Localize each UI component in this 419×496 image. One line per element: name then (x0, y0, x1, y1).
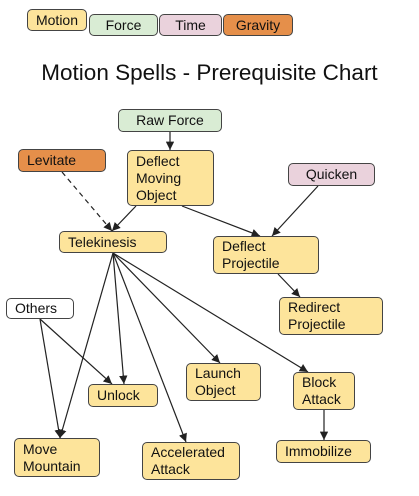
node-launch-object-line-1: Launch (195, 365, 241, 381)
legend-gravity-label: Gravity (235, 16, 281, 33)
legend-motion: Motion (27, 9, 87, 31)
edge-telekinesis-to-launch-object (112, 252, 221, 364)
legend-time-label: Time (175, 16, 206, 33)
node-move-mountain[interactable]: Move Mountain (14, 438, 100, 477)
node-others[interactable]: Others (6, 298, 74, 319)
chart-title: Motion Spells - Prerequisite Chart (41, 60, 378, 85)
edge-levitate-to-telekinesis (61, 171, 113, 232)
legend-force-label: Force (105, 16, 142, 33)
node-redirect-projectile-line-2: Projectile (288, 316, 346, 332)
node-immobilize-label: Immobilize (285, 443, 352, 459)
edge-telekinesis-to-unlock (112, 252, 128, 385)
node-deflect-moving-object-line-1: Deflect (136, 153, 180, 169)
node-raw-force[interactable]: Raw Force (118, 109, 222, 132)
node-block-attack[interactable]: Block Attack (293, 372, 355, 410)
node-block-attack-line-1: Block (302, 374, 337, 390)
edge-deflect-moving-object-to-telekinesis (111, 205, 137, 232)
node-levitate-label: Levitate (27, 152, 77, 168)
node-deflect-projectile-line-1: Deflect (222, 238, 266, 254)
node-unlock-label: Unlock (97, 387, 140, 403)
edge-others-to-move-mountain (39, 318, 63, 439)
node-deflect-projectile[interactable]: Deflect Projectile (213, 236, 319, 274)
node-accelerated-attack-line-1: Accelerated (151, 444, 225, 460)
node-deflect-moving-object-line-2: Moving (136, 170, 182, 186)
node-levitate[interactable]: Levitate (18, 149, 106, 172)
node-quicken[interactable]: Quicken (288, 163, 375, 186)
edge-others-to-unlock (39, 318, 113, 385)
node-move-mountain-line-2: Mountain (23, 457, 81, 474)
node-redirect-projectile[interactable]: Redirect Projectile (279, 297, 383, 335)
node-block-attack-line-2: Attack (302, 391, 341, 407)
node-launch-object-line-2: Object (195, 382, 236, 398)
node-deflect-moving-object-line-3: Object (136, 187, 177, 203)
node-accelerated-attack-line-2: Attack (151, 461, 190, 477)
legend-force: Force (89, 14, 158, 36)
node-telekinesis[interactable]: Telekinesis (59, 231, 167, 253)
node-telekinesis-label: Telekinesis (68, 233, 137, 250)
node-move-mountain-line-1: Move (23, 440, 58, 457)
node-others-label: Others (15, 300, 58, 316)
edge-telekinesis-to-accelerated-attack (112, 252, 187, 443)
legend-motion-label: Motion (35, 11, 79, 28)
legend-gravity: Gravity (223, 14, 293, 36)
node-unlock[interactable]: Unlock (88, 384, 158, 407)
node-redirect-projectile-line-1: Redirect (288, 299, 341, 315)
edge-deflect-projectile-to-redirect-projectile (277, 273, 301, 298)
edge-quicken-to-deflect-projectile (271, 185, 319, 237)
edge-deflect-moving-object-to-deflect-projectile (181, 205, 261, 237)
node-immobilize[interactable]: Immobilize (276, 440, 371, 463)
legend-time: Time (159, 14, 222, 36)
node-launch-object[interactable]: Launch Object (186, 363, 261, 401)
node-deflect-projectile-line-2: Projectile (222, 255, 280, 271)
node-quicken-label: Quicken (305, 166, 358, 182)
edge-telekinesis-to-block-attack (112, 252, 309, 373)
node-raw-force-label: Raw Force (136, 112, 204, 128)
edge-telekinesis-to-move-mountain (58, 252, 114, 439)
node-deflect-moving-object[interactable]: Deflect Moving Object (127, 150, 214, 206)
node-accelerated-attack[interactable]: Accelerated Attack (142, 442, 240, 480)
